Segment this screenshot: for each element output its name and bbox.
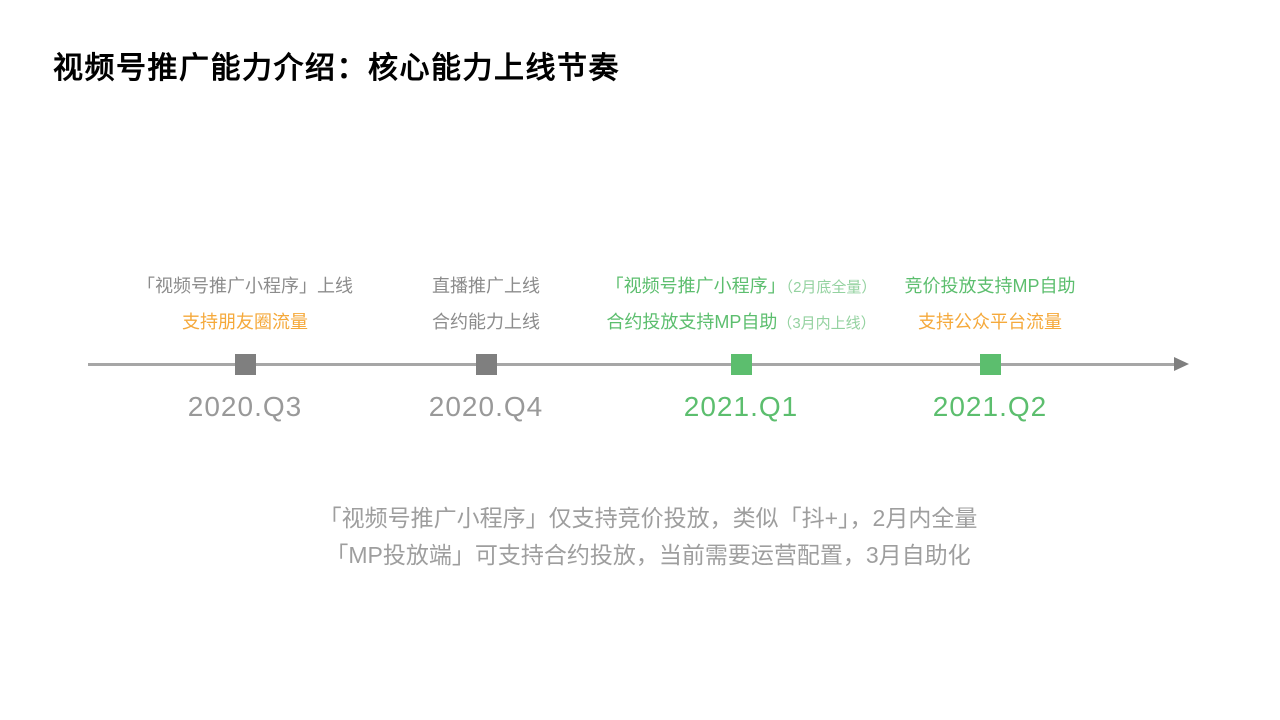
milestone-note-line1: 竞价投放支持MP自助	[790, 268, 1190, 304]
milestone-note-line2: 支持公众平台流量	[790, 304, 1190, 340]
note-text: 支持公众平台流量	[918, 312, 1062, 332]
timeline-marker	[475, 354, 497, 375]
footnote-line2: 「MP投放端」可支持合约投放，当前需要运营配置，3月自助化	[325, 542, 971, 568]
note-text: 合约投放支持MP自助	[606, 312, 778, 332]
milestone-2020-q4: 直播推广上线 合约能力上线 2020.Q4	[286, 268, 686, 424]
page-title: 视频号推广能力介绍：核心能力上线节奏	[53, 52, 620, 85]
milestone-note-line1: 「视频号推广小程序」上线	[45, 268, 445, 304]
milestone-note-line1: 直播推广上线	[286, 268, 686, 304]
milestone-2020-q3: 「视频号推广小程序」上线 支持朋友圈流量 2020.Q3	[45, 268, 445, 424]
quarter-label: 2021.Q1	[683, 391, 799, 422]
note-text: 竞价投放支持MP自助	[904, 276, 1076, 296]
note-text: 支持朋友圈流量	[182, 312, 308, 332]
note-text: 合约能力上线	[432, 312, 540, 332]
quarter-label: 2020.Q4	[428, 391, 544, 422]
note-suffix: （3月内上线）	[777, 315, 876, 332]
footnote: 「视频号推广小程序」仅支持竞价投放，类似「抖+」，2月内全量 「MP投放端」可支…	[16, 500, 1280, 574]
note-suffix: （2月底全量）	[785, 279, 877, 296]
note-text: 「视频号推广小程序」	[605, 276, 786, 296]
footnote-line1: 「视频号推广小程序」仅支持竞价投放，类似「抖+」，2月内全量	[318, 505, 978, 531]
note-text: 「视频号推广小程序」上线	[137, 276, 353, 296]
timeline-arrow-icon	[1174, 357, 1189, 371]
quarter-label: 2021.Q2	[932, 391, 1048, 422]
note-text: 直播推广上线	[432, 276, 540, 296]
milestone-note-line1: 「视频号推广小程序」（2月底全量）	[541, 268, 941, 304]
milestone-2021-q1: 「视频号推广小程序」（2月底全量） 合约投放支持MP自助（3月内上线） 2021…	[541, 268, 941, 424]
milestone-2021-q2: 竞价投放支持MP自助 支持公众平台流量 2021.Q2	[790, 268, 1190, 424]
milestone-note-line2: 合约能力上线	[286, 304, 686, 340]
timeline-marker	[730, 354, 752, 375]
timeline-marker	[234, 354, 256, 375]
quarter-label: 2020.Q3	[187, 391, 303, 422]
timeline-axis	[88, 363, 1176, 366]
timeline-marker	[979, 354, 1001, 375]
milestone-note-line2: 合约投放支持MP自助（3月内上线）	[541, 304, 941, 340]
milestone-note-line2: 支持朋友圈流量	[45, 304, 445, 340]
